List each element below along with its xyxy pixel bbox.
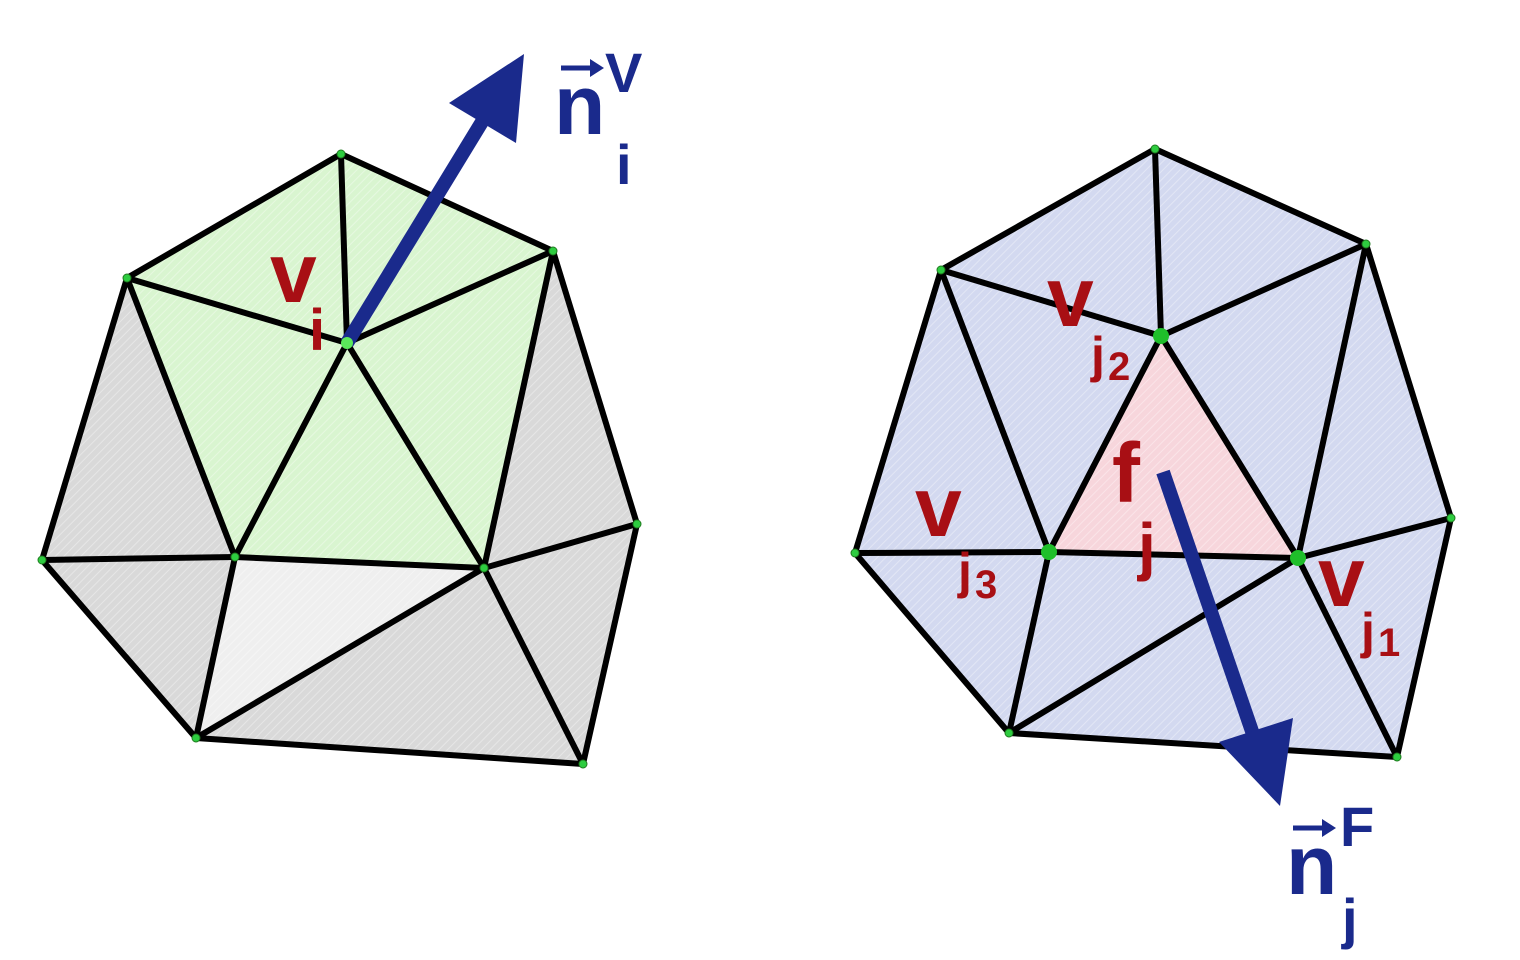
vertex-dot [1150, 144, 1160, 154]
right-vertices [850, 144, 1456, 762]
vertex-normal-arrow [341, 108, 494, 347]
svg-text:j: j [1341, 887, 1358, 950]
vertex-vj3-label: v j 3 [915, 460, 997, 607]
svg-text:3: 3 [975, 563, 997, 607]
vertex-vj1-dot [1290, 550, 1306, 566]
vertex-dot [336, 149, 346, 159]
face-normal-label: n F j [1286, 795, 1374, 950]
svg-text:i: i [616, 133, 632, 196]
vertex-dot [122, 273, 132, 283]
svg-text:n: n [1286, 818, 1337, 912]
vertex-dot [1361, 239, 1371, 249]
vertex-dot [1446, 513, 1456, 523]
left-vertices [37, 149, 642, 769]
vertex-dot [578, 759, 588, 769]
vertex-dot [936, 265, 946, 275]
vertex-vj2-dot [1153, 328, 1169, 344]
vertex-vi-dot [341, 337, 353, 349]
vertex-vj3-dot [1041, 544, 1057, 560]
vertex-normal-arrowhead [449, 54, 524, 143]
vertex-vj2-label: v j 2 [1047, 250, 1130, 389]
svg-text:F: F [1340, 795, 1374, 858]
svg-text:v: v [915, 460, 962, 554]
svg-text:j: j [957, 543, 972, 599]
vertex-dot [632, 519, 642, 529]
vertex-dot [479, 563, 489, 573]
face-normal-arrow [1156, 469, 1262, 743]
svg-text:1: 1 [1378, 621, 1400, 665]
vertex-vj1-label: v j 1 [1318, 530, 1400, 665]
svg-text:2: 2 [1108, 345, 1130, 389]
vertex-dot [850, 548, 860, 558]
svg-text:V: V [605, 41, 642, 104]
svg-text:v: v [1318, 530, 1365, 624]
svg-text:j: j [1360, 603, 1375, 659]
svg-text:j: j [1090, 327, 1105, 383]
vertex-dot [1004, 728, 1014, 738]
vertex-dot [1392, 752, 1402, 762]
vertex-dot [230, 552, 240, 562]
vector-arrow-icon [1293, 819, 1336, 837]
vertex-dot [548, 246, 558, 256]
vertex-dot [37, 555, 47, 565]
vector-arrow-icon [561, 59, 604, 77]
svg-text:v: v [1047, 250, 1094, 344]
vertex-normal-label: n V i [554, 41, 642, 196]
vertex-dot [191, 733, 201, 743]
svg-text:n: n [554, 58, 605, 152]
face-normal-arrowhead [1219, 718, 1293, 806]
